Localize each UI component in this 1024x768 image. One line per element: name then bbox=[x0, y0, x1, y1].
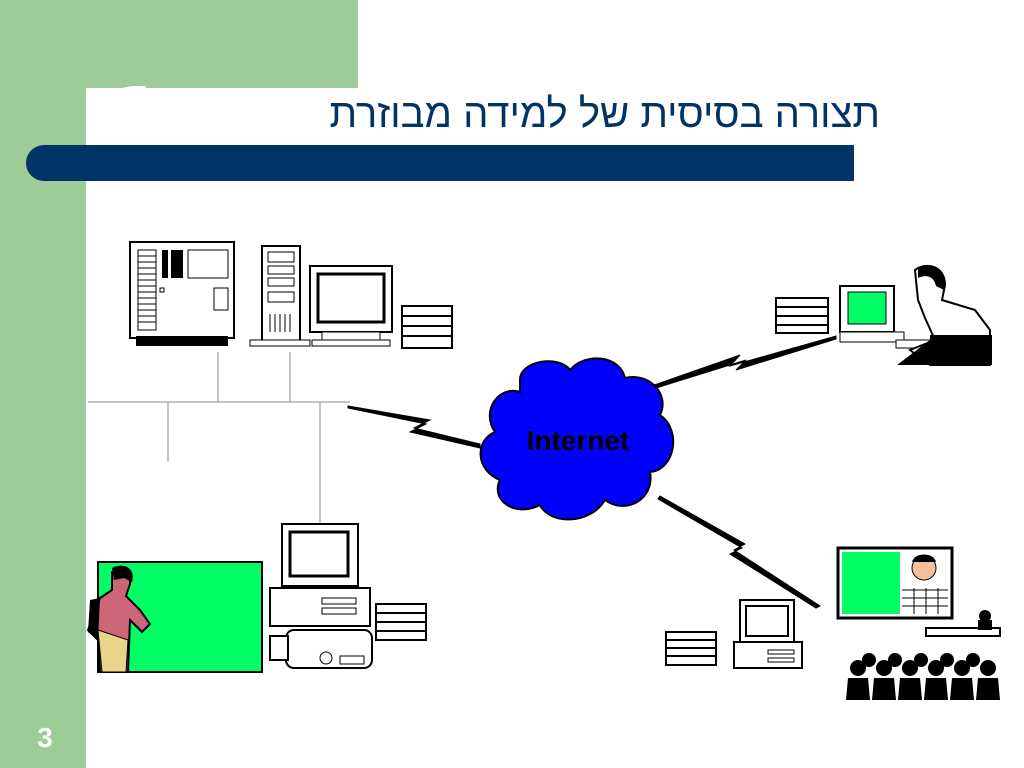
lan-lines bbox=[88, 352, 350, 524]
audience-silhouettes bbox=[846, 653, 1000, 700]
green-top-band bbox=[0, 0, 358, 88]
cloud-label: Internet bbox=[527, 425, 630, 456]
keyboard-stack-icon bbox=[401, 305, 453, 349]
internet-cloud: Internet bbox=[479, 357, 675, 521]
local-pc-camera-icon bbox=[269, 523, 427, 669]
title-rule bbox=[26, 145, 854, 181]
tower-pc-icon bbox=[249, 245, 311, 347]
lightning-links bbox=[347, 335, 837, 609]
classroom-icon bbox=[836, 546, 1001, 700]
page-number: 3 bbox=[37, 722, 53, 753]
server-icon bbox=[129, 241, 235, 346]
remote-pc-icon bbox=[665, 599, 803, 669]
lecturer-board-icon bbox=[86, 561, 263, 673]
monitor-icon bbox=[309, 265, 393, 347]
green-sidebar bbox=[0, 0, 86, 768]
remote-learner-icon bbox=[775, 264, 992, 366]
slide-title: תצורה בסיסית של למידה מבוזרת bbox=[329, 92, 880, 136]
